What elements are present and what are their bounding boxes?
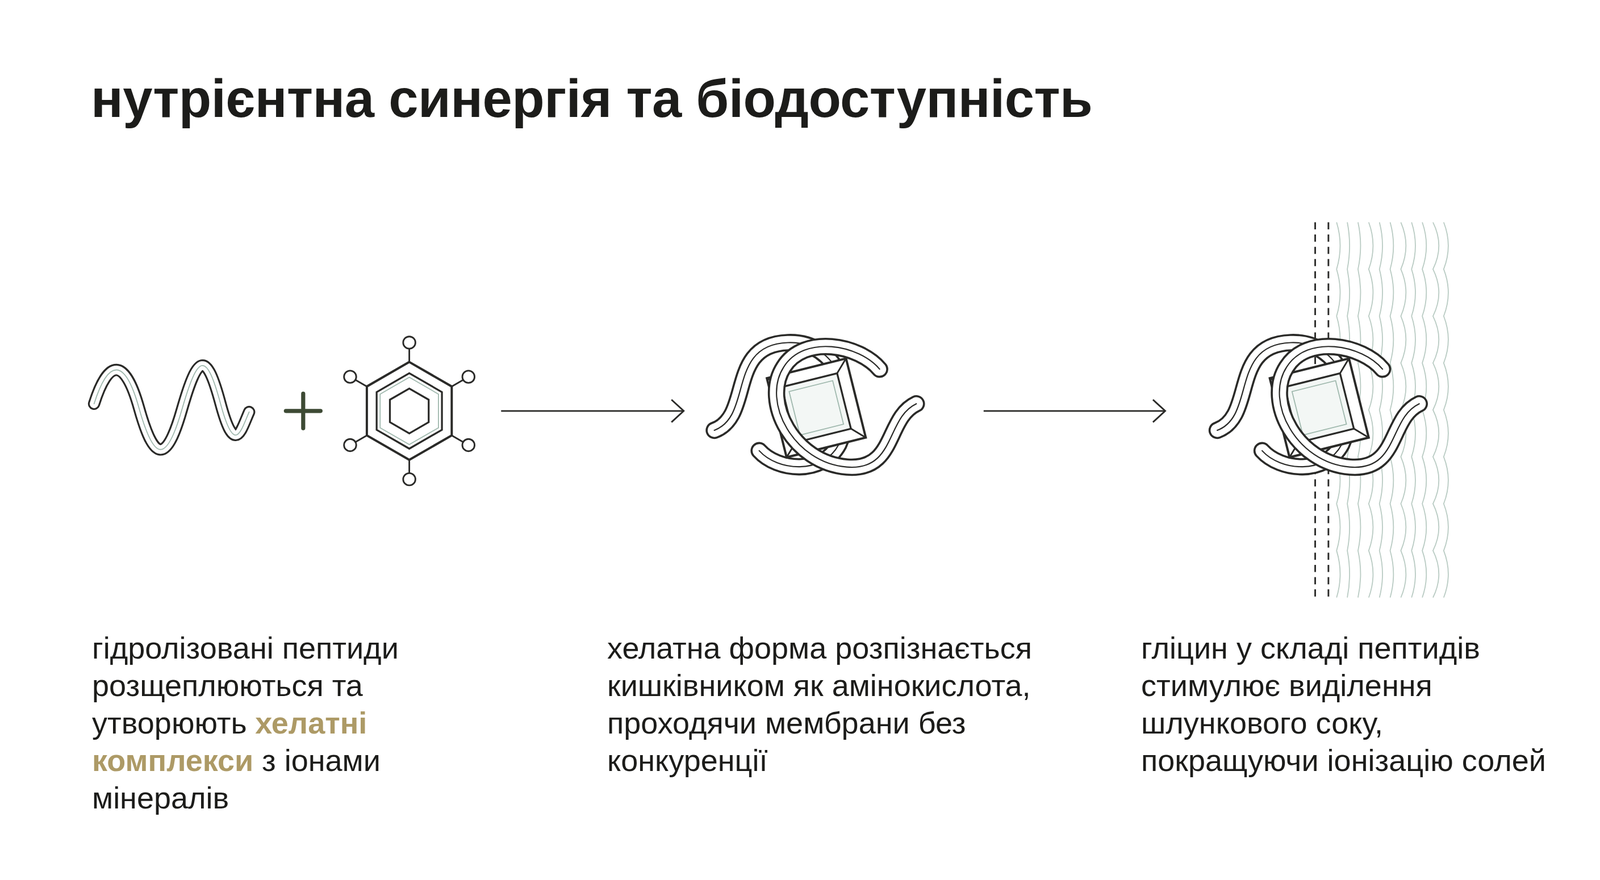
membrane-line	[1433, 222, 1439, 599]
step-description: хелатна форма розпізнається кишківником …	[607, 629, 1107, 780]
membrane-line	[1379, 222, 1383, 599]
membrane-line	[1368, 222, 1374, 599]
step-description: гідролізовані пептиди розщеплюються та у…	[92, 629, 479, 817]
membrane-line	[1390, 222, 1394, 599]
title: нутрієнтна синергія та біодоступність	[90, 69, 1093, 128]
step-description: гліцин у складі пептидів стимулює виділе…	[1141, 629, 1562, 780]
membrane-line	[1443, 222, 1449, 599]
